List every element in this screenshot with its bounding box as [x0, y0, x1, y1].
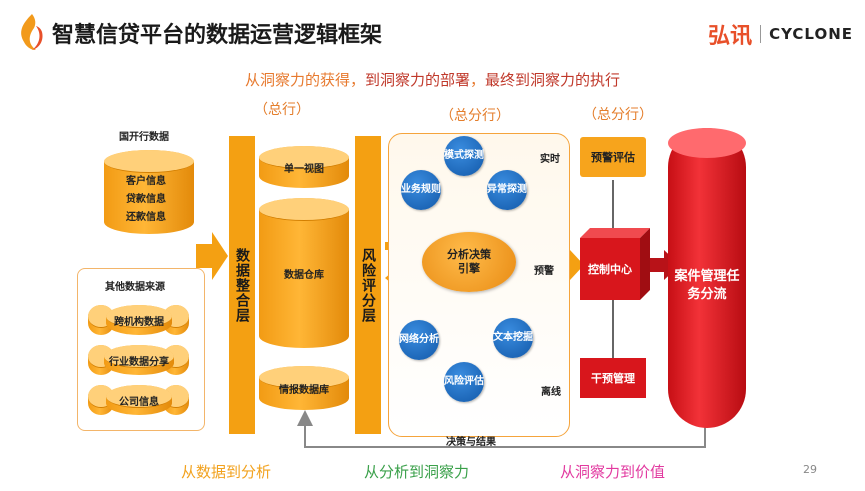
brand-name-cn: 弘讯	[708, 24, 753, 49]
node-pattern-detection: 模式探测	[444, 136, 484, 176]
bank-item-customer: 客户信息	[126, 176, 166, 187]
data-warehouse-cylinder: 数据仓库	[259, 198, 349, 348]
case-mgmt-cylinder	[668, 128, 746, 428]
page-title: 智慧信贷平台的数据运营逻辑框架	[52, 23, 383, 48]
page-number: 29	[803, 463, 817, 476]
single-view-label: 单一视图	[284, 163, 324, 175]
other-item-industry: 行业数据分享	[104, 345, 174, 375]
footer-insight-to-value: 从洞察力到价值	[560, 463, 666, 481]
case-mgmt-label: 案件管理任务分流	[674, 269, 740, 303]
logo-flame-icon	[21, 14, 43, 50]
node-business-rules: 业务规则	[401, 170, 441, 210]
brand-name-en: CYCLONE	[769, 25, 853, 43]
bank-data-cylinder	[104, 150, 194, 234]
brand-divider	[760, 25, 762, 43]
node-anomaly-detection: 异常探测	[487, 170, 527, 210]
label-warning: 预警	[534, 266, 554, 277]
case-mgmt-top	[668, 128, 746, 158]
warning-eval-box: 预警评估	[580, 137, 646, 177]
brand-logo: 弘讯 CYCLONE	[708, 18, 853, 50]
node-risk-assessment: 风险评估	[444, 362, 484, 402]
single-view-cylinder: 单一视图	[259, 146, 349, 188]
label-branch-middle: （总分行）	[440, 108, 510, 124]
other-item-cross-org-label: 跨机构数据	[114, 316, 164, 328]
footer-data-to-analysis: 从数据到分析	[181, 463, 272, 481]
subtitle-segment-1: 从洞察力的获得	[244, 71, 350, 89]
engine-core: 分析决策引擎	[422, 232, 516, 292]
other-item-company: 公司信息	[106, 385, 172, 415]
risk-scoring-layer: 风险评分层	[355, 136, 381, 434]
intervention-box: 干预管理	[580, 358, 646, 398]
control-center-label: 控制中心	[588, 263, 632, 276]
node-network-analysis: 网络分析	[399, 320, 439, 360]
other-sources-frame	[77, 268, 205, 431]
other-item-industry-label: 行业数据分享	[109, 356, 169, 368]
footer-analysis-to-insight: 从分析到洞察力	[364, 463, 470, 481]
other-sources-title: 其他数据来源	[105, 282, 165, 293]
arrow-control-to-case	[650, 250, 680, 280]
arrow-into-integration	[196, 232, 228, 280]
subtitle-segment-2: 到洞察力的部署	[364, 71, 470, 89]
label-general: （总行）	[254, 102, 310, 118]
label-branch-right: （总分行）	[583, 107, 653, 123]
other-item-cross-org: 跨机构数据	[106, 305, 172, 335]
label-realtime: 实时	[540, 154, 560, 165]
bank-item-loan: 贷款信息	[126, 194, 166, 205]
subtitle-segment-3: 最终到洞察力的执行	[485, 71, 621, 89]
bank-item-repayment: 还款信息	[126, 212, 166, 223]
intel-db-cylinder: 情报数据库	[259, 366, 349, 410]
data-warehouse-label: 数据仓库	[284, 269, 324, 281]
integration-layer: 数据整合层	[229, 136, 255, 434]
node-text-mining: 文本挖掘	[493, 318, 533, 358]
bank-data-title: 国开行数据	[119, 132, 169, 143]
feedback-label: 决策与结果	[446, 437, 496, 448]
other-item-company-label: 公司信息	[119, 396, 159, 408]
subtitle: 从洞察力的获得，到洞察力的部署，最终到洞察力的执行	[0, 69, 865, 90]
control-center-cube	[580, 228, 650, 300]
subtitle-separator-1: ，	[349, 71, 365, 89]
label-offline: 离线	[541, 387, 561, 398]
intel-db-label: 情报数据库	[279, 384, 329, 396]
subtitle-separator-2: ，	[470, 71, 486, 89]
